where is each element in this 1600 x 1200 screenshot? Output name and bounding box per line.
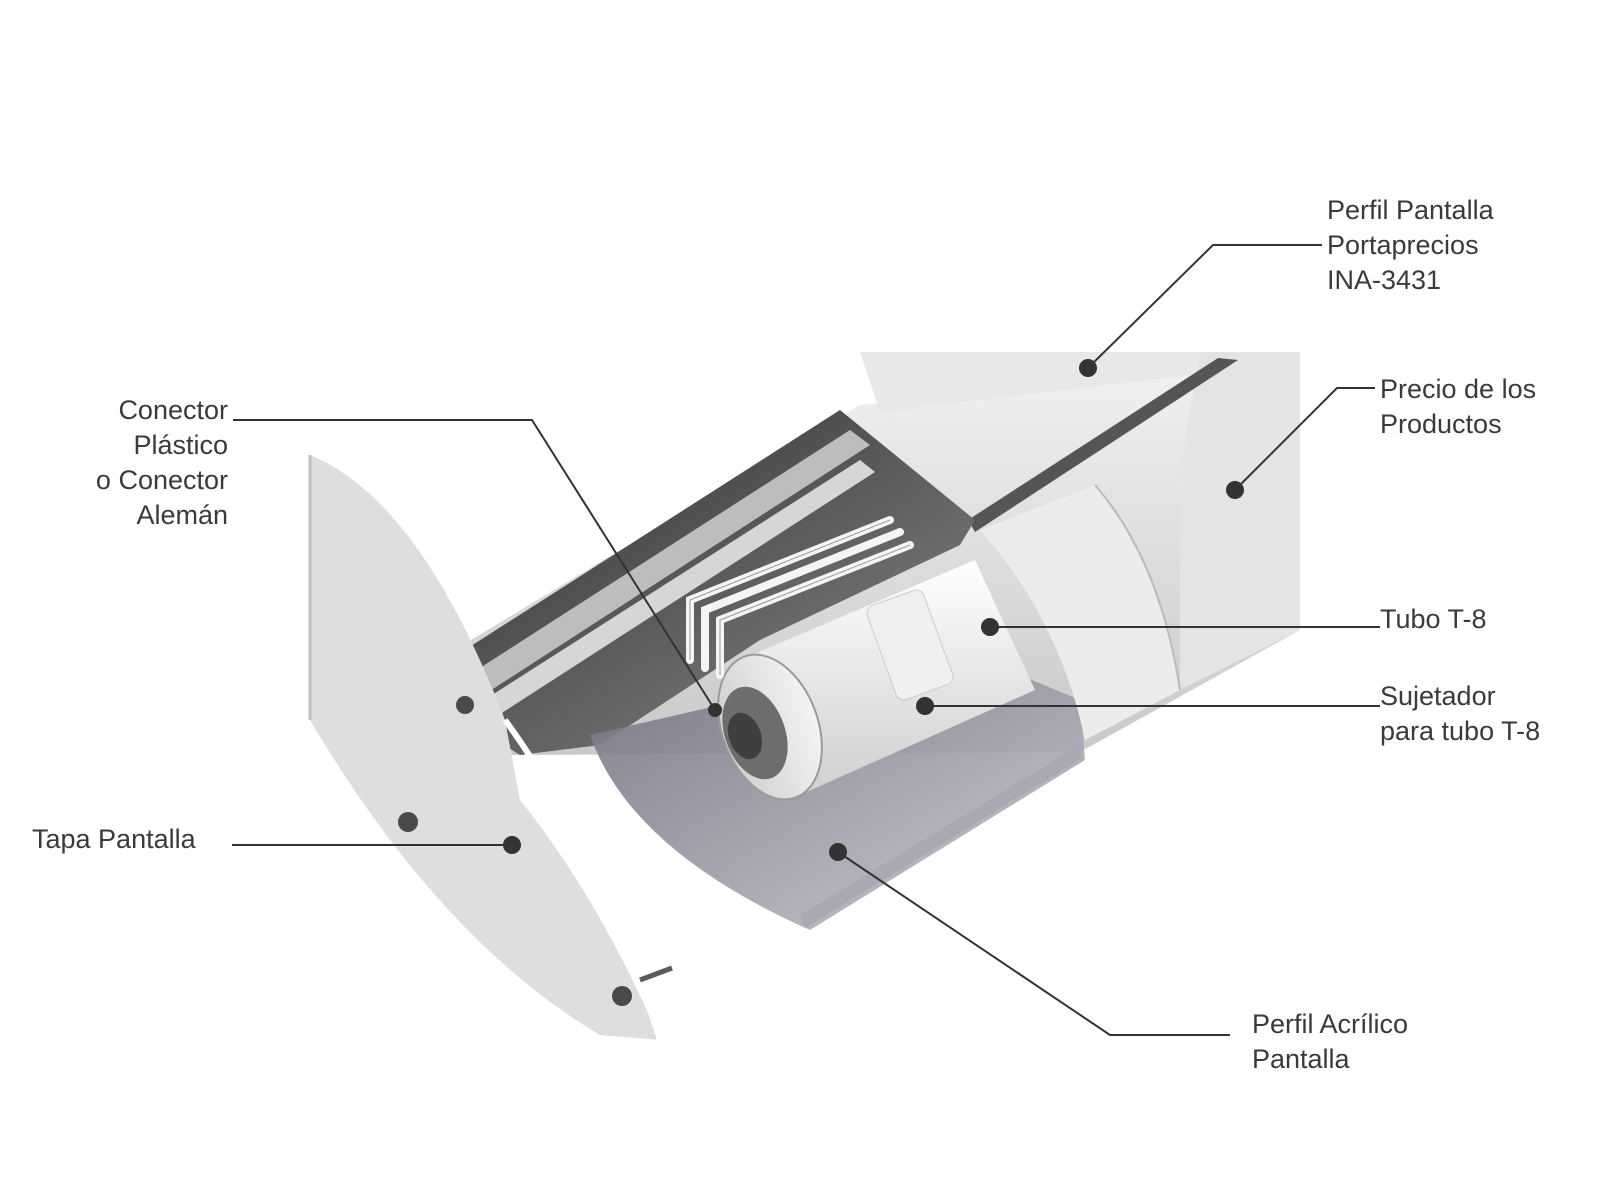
label-acrilico: Perfil Acrílico Pantalla xyxy=(1252,1007,1408,1077)
label-line: Perfil Acrílico xyxy=(1252,1009,1409,1039)
dot-tubo xyxy=(981,618,999,636)
label-line: o Conector xyxy=(95,465,228,495)
label-line: Perfil Pantalla xyxy=(1327,195,1494,225)
dot-conector xyxy=(708,703,722,717)
price-holder-face xyxy=(980,484,1181,740)
callout-dots xyxy=(503,359,1244,861)
end-cap xyxy=(308,455,663,1041)
label-line: Alemán xyxy=(136,500,228,530)
dot-perfil-pantalla xyxy=(1079,359,1097,377)
leader-precio-productos xyxy=(1234,387,1375,491)
label-line: INA-3431 xyxy=(1327,265,1442,295)
dot-precio-productos xyxy=(1226,481,1244,499)
leader-conector xyxy=(233,419,716,711)
t8-tube xyxy=(717,560,1035,801)
label-line: Sujetador xyxy=(1380,681,1496,711)
leader-acrilico xyxy=(837,851,1230,1036)
label-line: Pantalla xyxy=(1252,1044,1350,1074)
label-line: Productos xyxy=(1380,409,1502,439)
label-line: Precio de los xyxy=(1380,374,1537,404)
label-line: para tubo T-8 xyxy=(1380,716,1541,746)
dot-acrilico xyxy=(829,843,847,861)
label-precio-productos: Precio de los Productos xyxy=(1380,372,1536,442)
label-line: Conector xyxy=(118,395,228,425)
label-line: Portaprecios xyxy=(1327,230,1479,260)
label-tapa: Tapa Pantalla xyxy=(32,822,196,857)
label-line: Tapa Pantalla xyxy=(32,824,196,854)
label-sujetador: Sujetador para tubo T-8 xyxy=(1380,679,1540,749)
dot-tapa xyxy=(503,836,521,854)
dot-sujetador xyxy=(916,697,934,715)
end-cap-screws xyxy=(398,696,673,1006)
label-conector: Conector Plástico o Conector Alemán xyxy=(40,393,228,533)
label-line: Plástico xyxy=(133,430,228,460)
label-tubo: Tubo T-8 xyxy=(1380,602,1487,637)
label-perfil-pantalla: Perfil Pantalla Portaprecios INA-3431 xyxy=(1327,193,1494,298)
label-line: Tubo T-8 xyxy=(1380,604,1487,634)
leader-perfil-pantalla xyxy=(1087,244,1322,369)
leader-lines xyxy=(232,244,1380,1036)
interior-cavity xyxy=(410,410,975,755)
wire-outline xyxy=(689,519,911,675)
